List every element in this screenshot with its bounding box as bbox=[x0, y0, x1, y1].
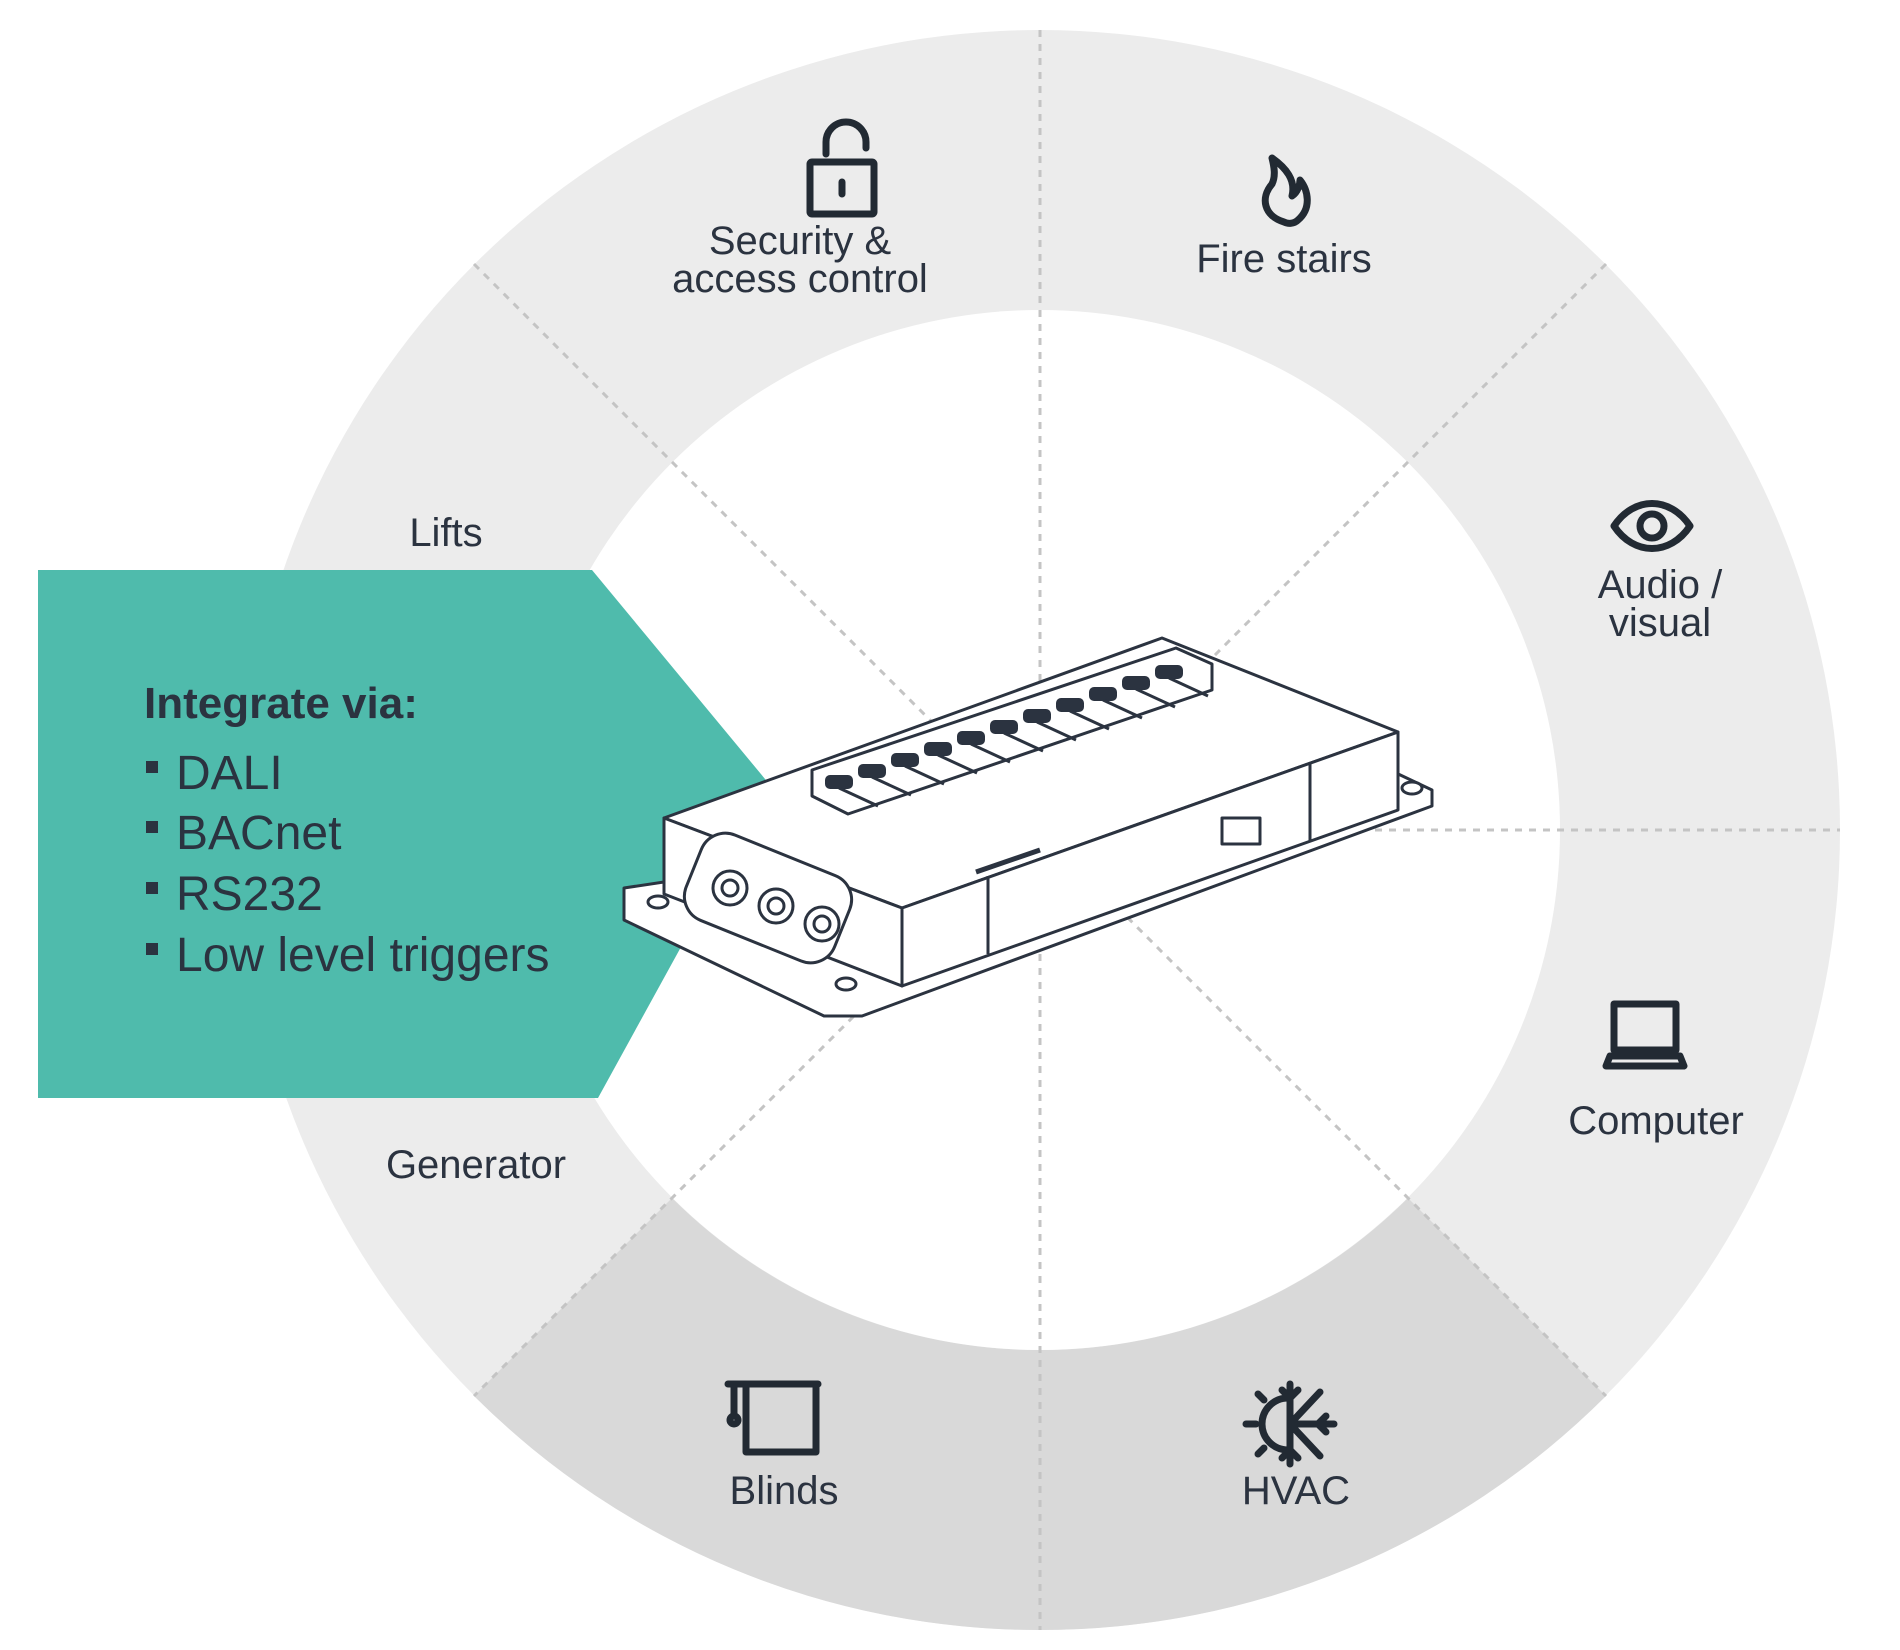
bullet bbox=[146, 882, 158, 894]
label-computer: Computer bbox=[1568, 1099, 1744, 1143]
bullet bbox=[146, 943, 158, 955]
blind-icon bbox=[724, 1380, 822, 1456]
panel-list: DALI BACnet RS232 Low level triggers bbox=[146, 747, 550, 982]
panel-item-bacnet: BACnet bbox=[176, 807, 341, 860]
label-blinds: Blinds bbox=[730, 1469, 839, 1513]
padlock-open-icon bbox=[806, 118, 878, 218]
device-terminal-slot bbox=[1135, 687, 1176, 709]
device-terminal-slot bbox=[970, 742, 1011, 764]
device-terminal-slot bbox=[1102, 698, 1143, 720]
device-terminal-slot bbox=[1069, 709, 1110, 731]
device-terminal-block bbox=[1023, 709, 1051, 723]
laptop-icon bbox=[1602, 1000, 1688, 1070]
device-terminal-block bbox=[1155, 665, 1183, 679]
device-terminal-block bbox=[858, 764, 886, 778]
label-security: Security & bbox=[709, 219, 892, 263]
label-fire-stairs: Fire stairs bbox=[1196, 237, 1372, 281]
flame-icon bbox=[1261, 154, 1311, 227]
sun-snowflake-icon bbox=[1242, 1380, 1338, 1468]
ring-segment-hvac bbox=[1040, 1198, 1606, 1631]
segment-labels: Security & access control Fire stairs Au… bbox=[386, 219, 1744, 1513]
device-terminal-block bbox=[1122, 676, 1150, 690]
device-side bbox=[900, 730, 1400, 988]
device-terminal-slot bbox=[937, 753, 978, 775]
controller-device-illustration bbox=[622, 636, 1434, 1018]
panel-item-dali: DALI bbox=[176, 747, 283, 800]
panel-item-rs232: RS232 bbox=[176, 868, 323, 921]
device-terminal-block bbox=[1056, 698, 1084, 712]
panel-background bbox=[38, 570, 770, 1098]
device-terminal-slot bbox=[1003, 731, 1044, 753]
ring-segment-blinds bbox=[474, 1198, 1040, 1631]
device-terminal-block bbox=[990, 720, 1018, 734]
label-generator: Generator bbox=[386, 1143, 566, 1187]
label-lifts: Lifts bbox=[409, 511, 482, 555]
device-terminal-slot bbox=[1168, 676, 1209, 698]
device-port-center bbox=[766, 896, 786, 916]
device-label-stripe bbox=[975, 847, 1041, 875]
label-access-control: access control bbox=[672, 257, 928, 301]
device-mount-hole bbox=[834, 976, 858, 992]
device-port-center bbox=[812, 914, 832, 934]
device-terminal-slot bbox=[871, 775, 912, 797]
device-port-center bbox=[720, 878, 740, 898]
label-audio: Audio / bbox=[1598, 563, 1723, 607]
panel-heading: Integrate via: bbox=[144, 679, 418, 728]
device-terminal-block bbox=[957, 731, 985, 745]
panel-item-low-level-triggers: Low level triggers bbox=[176, 929, 550, 982]
bullet bbox=[146, 821, 158, 833]
device-mount-hole bbox=[1400, 780, 1424, 796]
label-hvac: HVAC bbox=[1242, 1469, 1350, 1513]
bullet bbox=[146, 761, 158, 773]
device-terminal-slot bbox=[1036, 720, 1077, 742]
device-terminal-slot bbox=[838, 786, 879, 808]
device-terminal-block bbox=[891, 753, 919, 767]
device-terminal-block bbox=[924, 742, 952, 756]
device-terminals bbox=[825, 665, 1209, 808]
device-switch bbox=[1220, 816, 1262, 846]
device-mount-hole bbox=[646, 894, 670, 910]
device-terminal-block bbox=[1089, 687, 1117, 701]
integrate-panel: Integrate via: DALI BACnet RS232 Low lev… bbox=[38, 570, 770, 1098]
device-terminal-block bbox=[825, 775, 853, 789]
device-terminal-slot bbox=[904, 764, 945, 786]
eye-icon bbox=[1610, 500, 1694, 552]
label-visual: visual bbox=[1609, 601, 1711, 645]
